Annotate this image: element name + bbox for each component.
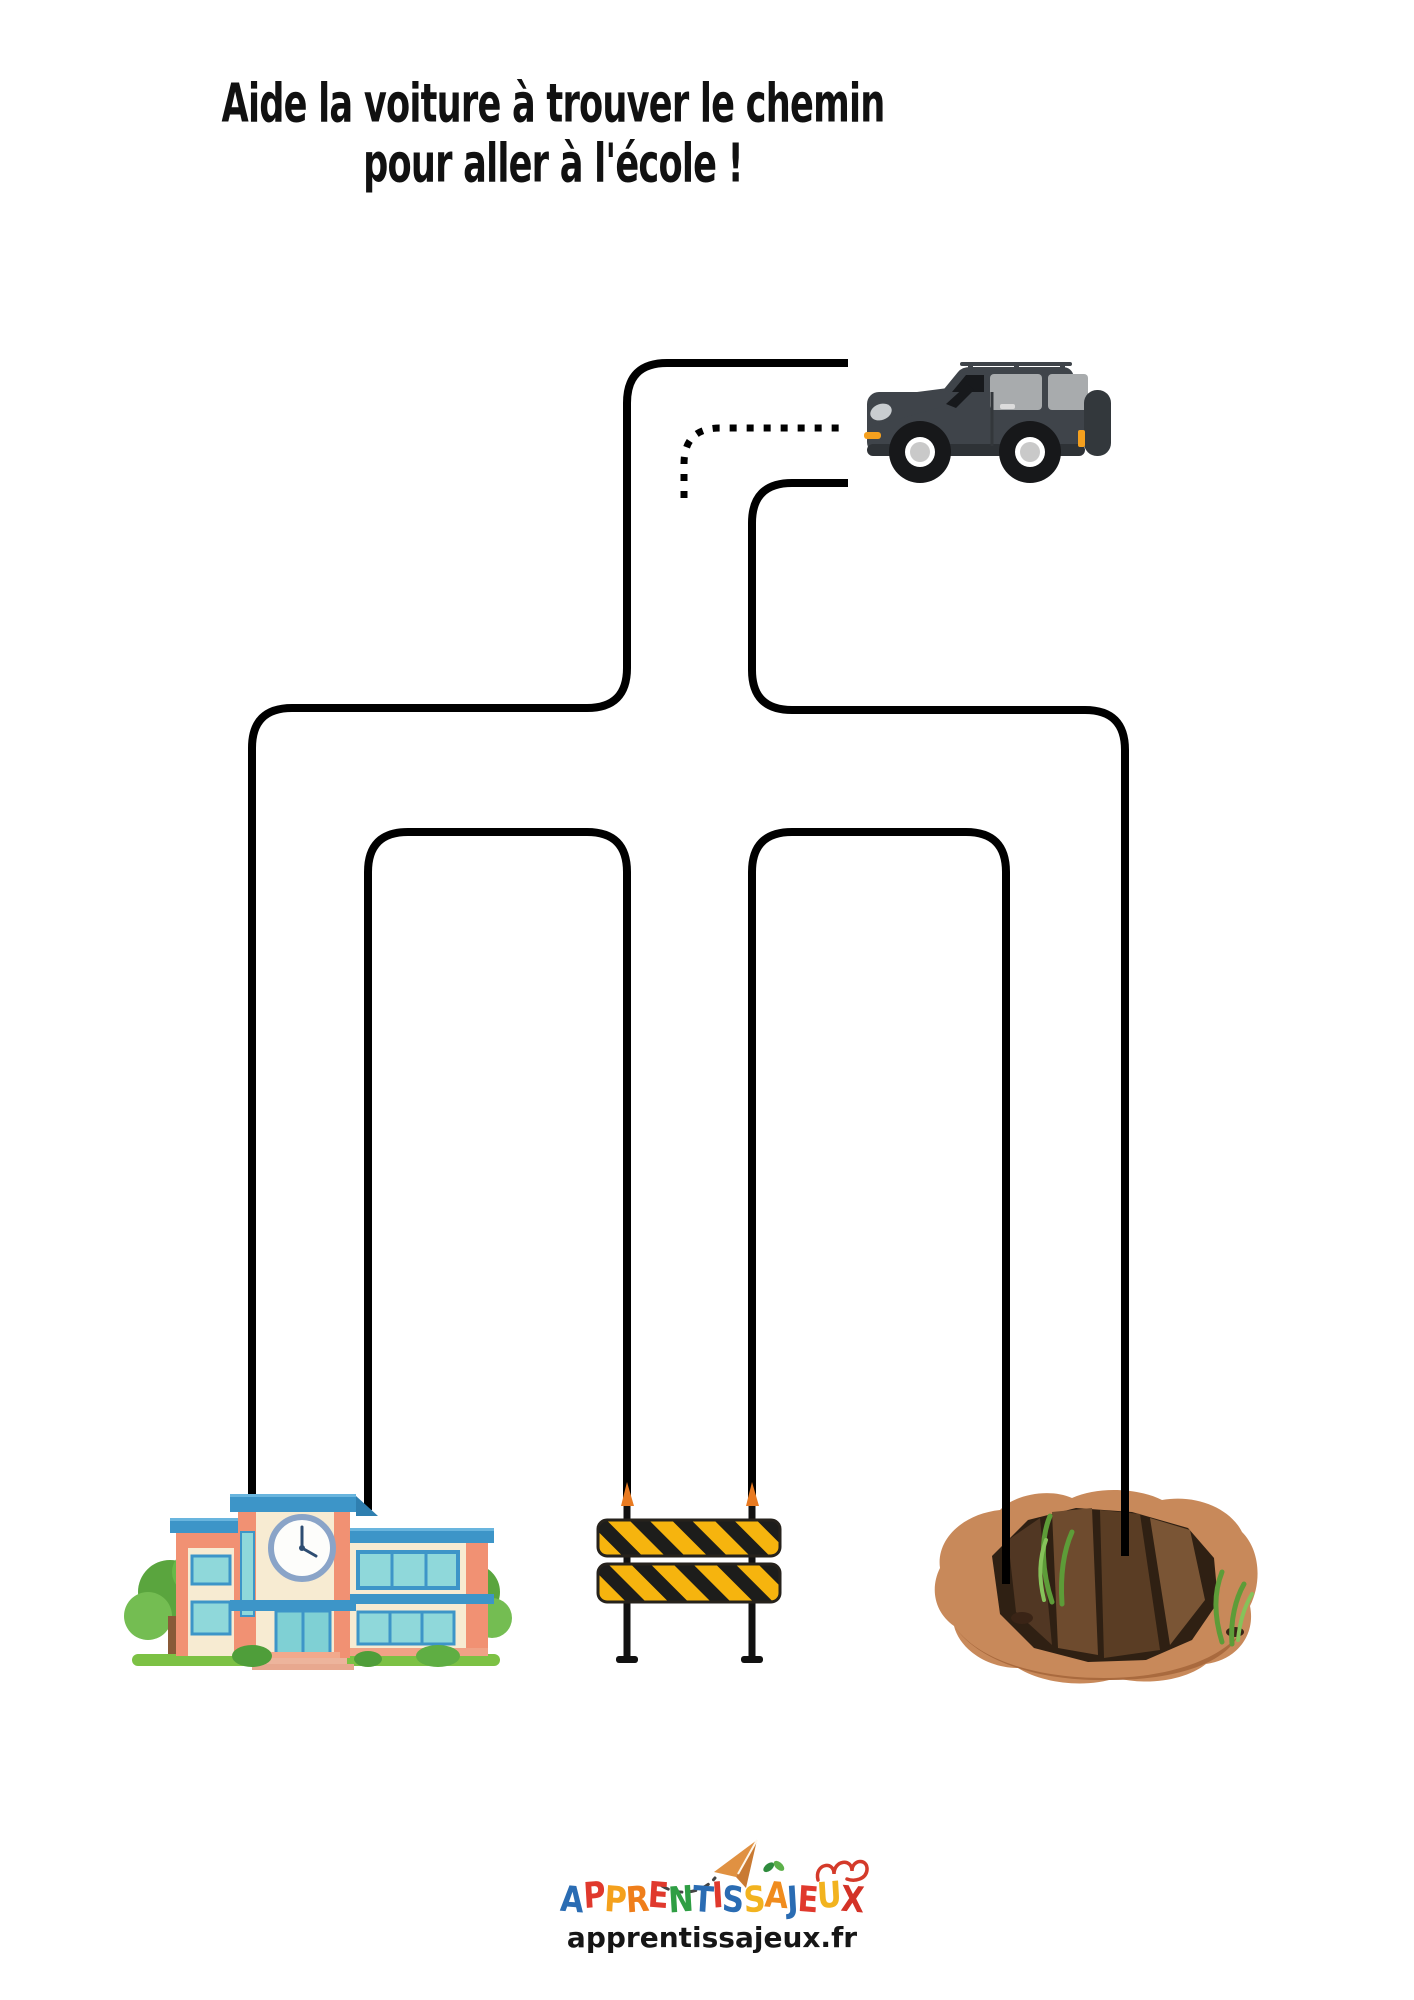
title-line-1: Aide la voiture à trouver le chemin [221,72,886,135]
hint-dotted-path [680,424,846,498]
brand-domain: apprentissajeux.fr [566,1921,858,1954]
red-squiggle-icon [815,1859,869,1882]
brand-letter: S [742,1877,766,1922]
brand-letter: S [721,1877,745,1922]
road-barrier-icon [596,1482,782,1663]
paper-plane-icon [714,1839,758,1888]
maze-arch-right [748,828,1010,1584]
brand-letter: A [559,1877,585,1922]
brand-logo: APPRENTISSAJEUX [559,1872,865,1922]
school-building-icon [124,1494,512,1670]
brand-letter: N [666,1877,694,1922]
dashed-trail-icon [660,1876,717,1894]
brand-letter: U [815,1872,843,1917]
brand-letter: P [581,1873,606,1917]
maze-path-top-to-school [248,359,848,1510]
car-icon [864,362,1111,483]
brand-letter: T [691,1877,714,1922]
maze-arch-left [364,828,631,1510]
maze-path-start-to-hole [748,479,1129,1556]
maze-roads [248,359,1129,1584]
brand-letter: E [796,1877,819,1922]
pit-hole-icon [934,1489,1258,1684]
brand-letter: X [839,1877,865,1922]
title-line-2: pour aller à l'école ! [363,132,744,196]
brand-letter: E [647,1873,670,1917]
page-title: Aide la voiture à trouver le chemin pour… [221,72,886,196]
brand-letter: P [602,1877,627,1922]
